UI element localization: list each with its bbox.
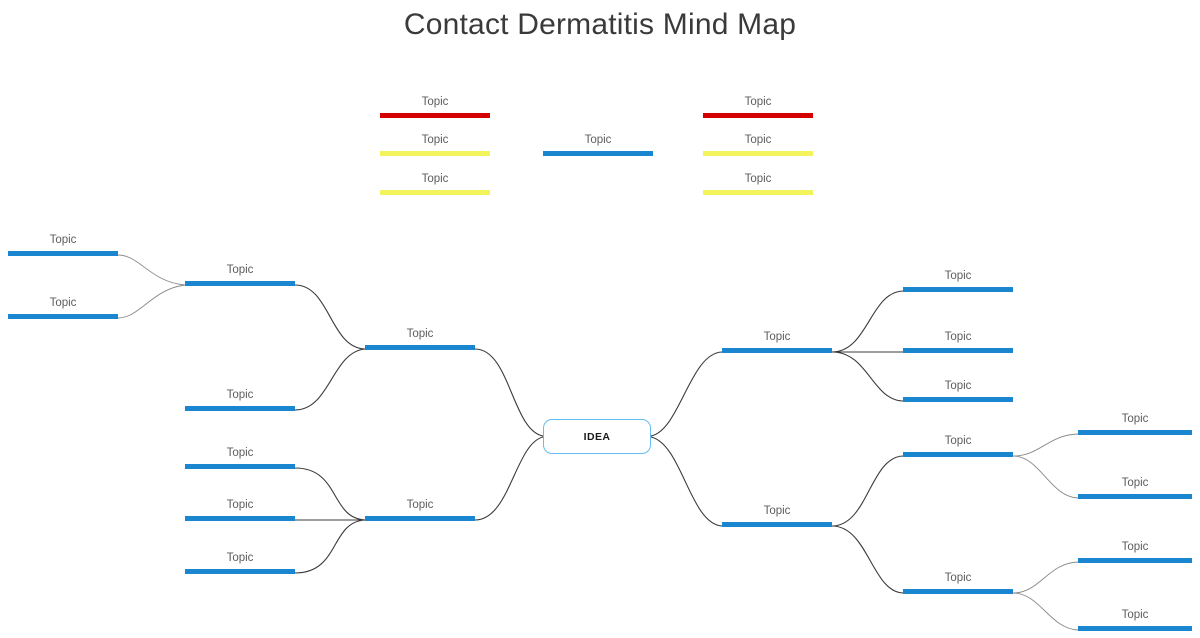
left-branch-1[interactable]: Topic <box>365 322 475 350</box>
legend-left-label-1: Topic <box>421 96 449 108</box>
right-branch2-child1-leaf-1[interactable]: Topic <box>1078 407 1192 435</box>
topic-bar <box>8 314 118 319</box>
topic-label: Topic <box>406 499 434 511</box>
topic-label: Topic <box>226 389 254 401</box>
right-branch-1[interactable]: Topic <box>722 325 832 353</box>
legend-right-bar-2 <box>703 151 813 156</box>
left-branch2-child-2[interactable]: Topic <box>185 493 295 521</box>
legend-right-bar-1 <box>703 113 813 118</box>
topic-bar <box>903 348 1013 353</box>
topic-label: Topic <box>49 297 77 309</box>
topic-label: Topic <box>944 435 972 447</box>
right-branch1-child-1[interactable]: Topic <box>903 264 1013 292</box>
left-branch-2[interactable]: Topic <box>365 493 475 521</box>
topic-label: Topic <box>944 572 972 584</box>
page-title: Contact Dermatitis Mind Map <box>403 8 797 41</box>
topic-bar <box>185 406 295 411</box>
topic-bar <box>903 589 1013 594</box>
topic-bar <box>1078 494 1192 499</box>
left-branch2-child-1[interactable]: Topic <box>185 441 295 469</box>
topic-bar <box>185 569 295 574</box>
topic-bar <box>903 397 1013 402</box>
topic-label: Topic <box>944 380 972 392</box>
topic-label: Topic <box>226 499 254 511</box>
legend-left-bar-3 <box>380 190 490 195</box>
legend-right-label-1: Topic <box>744 96 772 108</box>
left-branch1-subchild-1[interactable]: Topic <box>8 228 118 256</box>
legend-left-bar-2 <box>380 151 490 156</box>
right-branch2-child2-leaf-1[interactable]: Topic <box>1078 535 1192 563</box>
right-branch2-child1-leaf-2[interactable]: Topic <box>1078 471 1192 499</box>
right-branch1-child-2[interactable]: Topic <box>903 325 1013 353</box>
topic-label: Topic <box>1121 477 1149 489</box>
topic-label: Topic <box>944 331 972 343</box>
left-branch1-child-2[interactable]: Topic <box>185 383 295 411</box>
right-branch1-child-3[interactable]: Topic <box>903 374 1013 402</box>
topic-label: Topic <box>49 234 77 246</box>
legend-left-item-2[interactable]: Topic <box>380 128 490 156</box>
legend-right-item-2[interactable]: Topic <box>703 128 813 156</box>
legend-right-item-3[interactable]: Topic <box>703 167 813 195</box>
topic-bar <box>903 452 1013 457</box>
topic-bar <box>185 281 295 286</box>
legend-center-item-1[interactable]: Topic <box>543 128 653 156</box>
topic-bar <box>903 287 1013 292</box>
left-branch1-sub-branch[interactable]: Topic <box>185 258 295 286</box>
topic-bar <box>1078 558 1192 563</box>
topic-label: Topic <box>226 447 254 459</box>
legend-right-item-1[interactable]: Topic <box>703 90 813 118</box>
topic-label: Topic <box>406 328 434 340</box>
topic-bar <box>185 464 295 469</box>
legend-right-label-3: Topic <box>744 173 772 185</box>
topic-bar <box>185 516 295 521</box>
legend-left-bar-1 <box>380 113 490 118</box>
topic-bar <box>365 345 475 350</box>
legend-center-bar-1 <box>543 151 653 156</box>
topic-label: Topic <box>763 505 791 517</box>
legend-right-bar-3 <box>703 190 813 195</box>
right-branch-2[interactable]: Topic <box>722 499 832 527</box>
central-idea-node[interactable]: IDEA <box>543 419 651 454</box>
topic-bar <box>8 251 118 256</box>
topic-label: Topic <box>1121 609 1149 621</box>
topic-bar <box>1078 430 1192 435</box>
left-branch2-child-3[interactable]: Topic <box>185 546 295 574</box>
legend-left-item-3[interactable]: Topic <box>380 167 490 195</box>
legend-left-label-3: Topic <box>421 173 449 185</box>
topic-label: Topic <box>1121 413 1149 425</box>
right-branch2-child-1[interactable]: Topic <box>903 429 1013 457</box>
topic-bar <box>1078 626 1192 631</box>
topic-bar <box>722 522 832 527</box>
topic-label: Topic <box>1121 541 1149 553</box>
topic-label: Topic <box>763 331 791 343</box>
left-branch1-subchild-2[interactable]: Topic <box>8 291 118 319</box>
topic-bar <box>365 516 475 521</box>
right-branch2-child2-leaf-2[interactable]: Topic <box>1078 603 1192 631</box>
topic-label: Topic <box>944 270 972 282</box>
legend-left-item-1[interactable]: Topic <box>380 90 490 118</box>
legend-center-label-1: Topic <box>584 134 612 146</box>
right-branch2-child-2[interactable]: Topic <box>903 566 1013 594</box>
topic-label: Topic <box>226 552 254 564</box>
legend-left-label-2: Topic <box>421 134 449 146</box>
topic-label: Topic <box>226 264 254 276</box>
topic-bar <box>722 348 832 353</box>
legend-right-label-2: Topic <box>744 134 772 146</box>
